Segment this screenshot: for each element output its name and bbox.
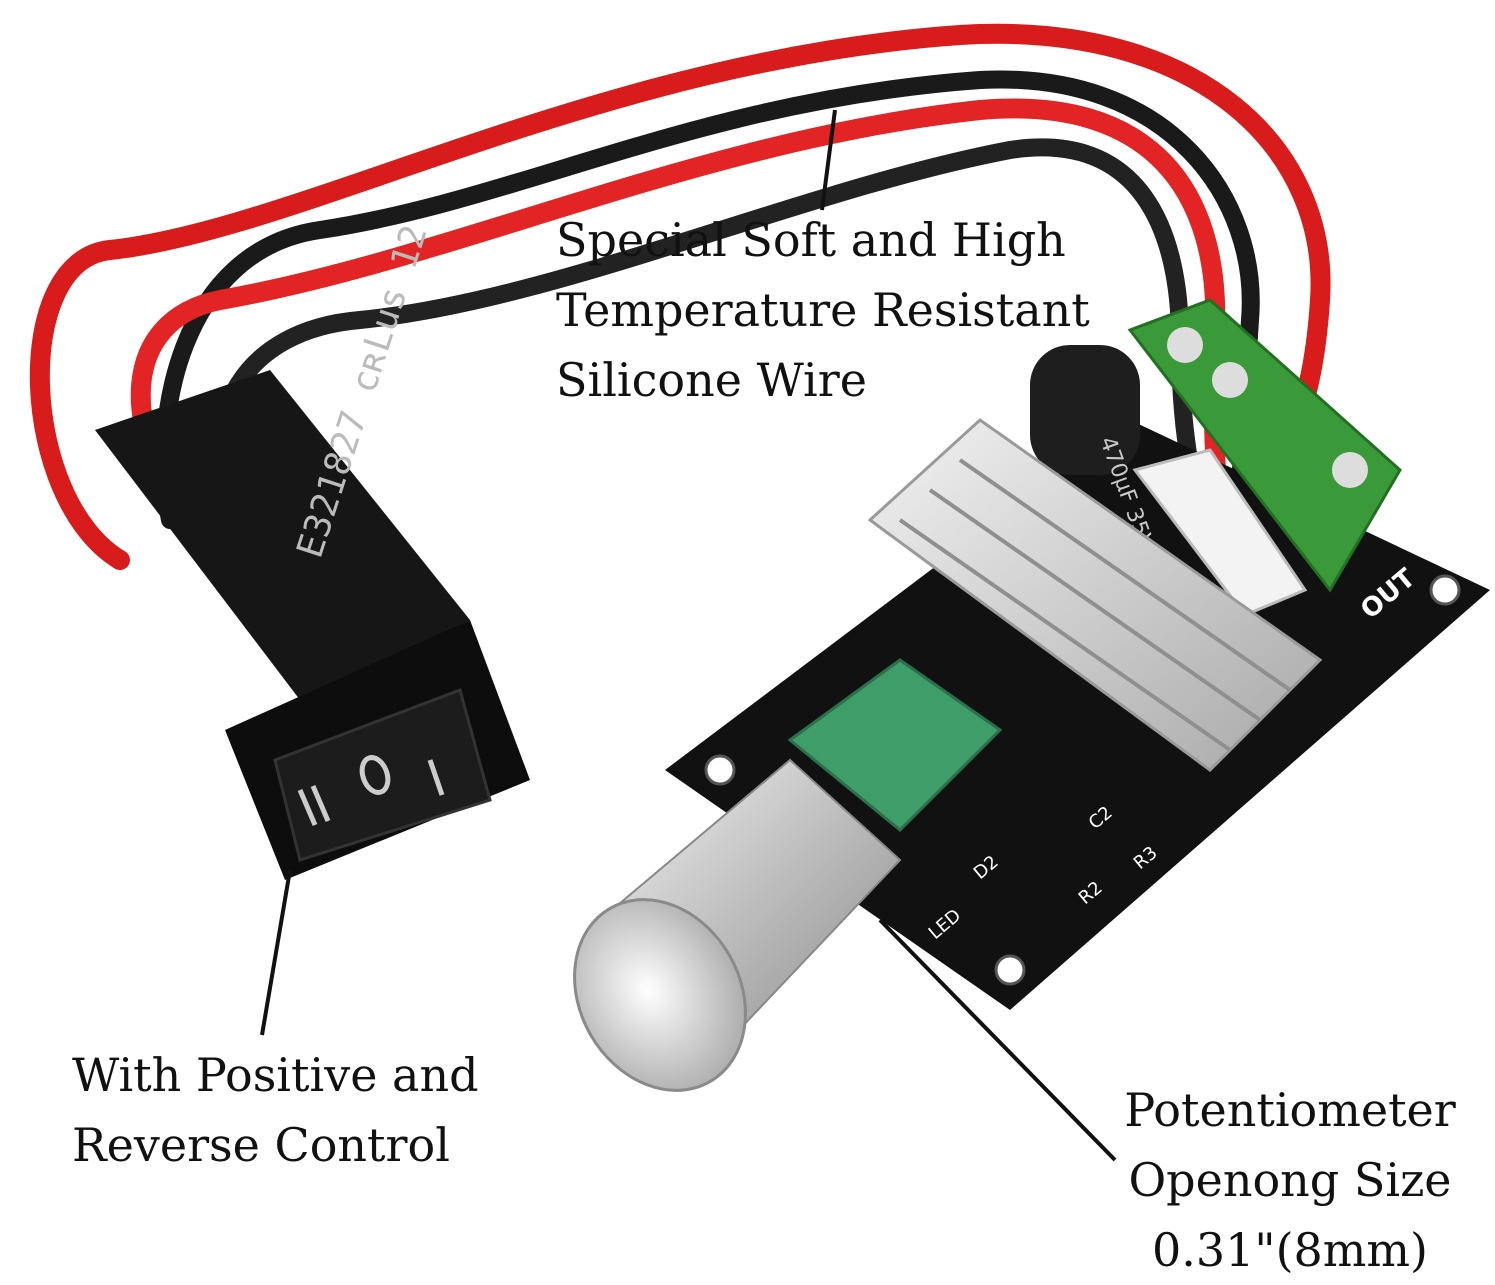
callout-switch-control: With Positive and Reverse Control [72,1040,479,1180]
heatsink-fin-3 [958,458,1292,692]
terminal-screw-1 [1167,327,1203,363]
pwm-controller-board: 470µF 35V OUT C5 C6 C2 D2 R2 R3 LED [573,298,1490,1092]
callout-switch-line-2: Reverse Control [72,1118,450,1172]
heatsink-fin-2 [928,488,1262,722]
black-wire-outer [155,70,1260,529]
heatsink-fin-1 [898,518,1232,752]
mount-hole-bottom [994,954,1026,986]
callout-wire-line-2: Temperature Resistant [556,283,1090,337]
red-wire-outer [29,23,1331,570]
label-c5: C5 [810,612,842,644]
mount-hole-right [1429,574,1461,606]
mark-one-line [427,759,445,796]
callout-switch-line-1: With Positive and [72,1048,479,1102]
callout-wire-line-3: Silicone Wire [556,353,867,407]
knob-face [573,898,747,1092]
capacitor [1030,345,1140,475]
terminal-screw-3 [1332,452,1368,488]
callout-pot-line-2: Openong Size [1128,1153,1452,1207]
heat-shrink-sleeve [95,370,470,700]
callout-pointers [260,109,1117,1162]
wire-connector [1132,448,1308,617]
callout-potentiometer-size: Potentiometer Openong Size 0.31"(8mm) [1110,1075,1470,1285]
pointer-switch [260,869,292,1036]
pointer-wire [820,109,837,211]
callout-wire-line-1: Special Soft and High [556,213,1066,267]
pointer-pot [878,918,1117,1162]
switch-position-marks [297,755,445,826]
callout-silicone-wire: Special Soft and High Temperature Resist… [556,205,1090,415]
callout-pot-line-3: 0.31"(8mm) [1152,1223,1428,1277]
rocker-switch-assembly: E321827 cʀLus 12 [95,220,530,880]
terminal-screw-2 [1212,362,1248,398]
mark-two-line-b [310,785,331,822]
potentiometer-body [787,658,1003,833]
mark-off-circle [359,755,391,795]
mount-hole-left [704,754,736,786]
terminal-block [1127,298,1402,593]
callout-pot-line-1: Potentiometer [1124,1083,1456,1137]
mark-two-line-a [297,789,318,826]
